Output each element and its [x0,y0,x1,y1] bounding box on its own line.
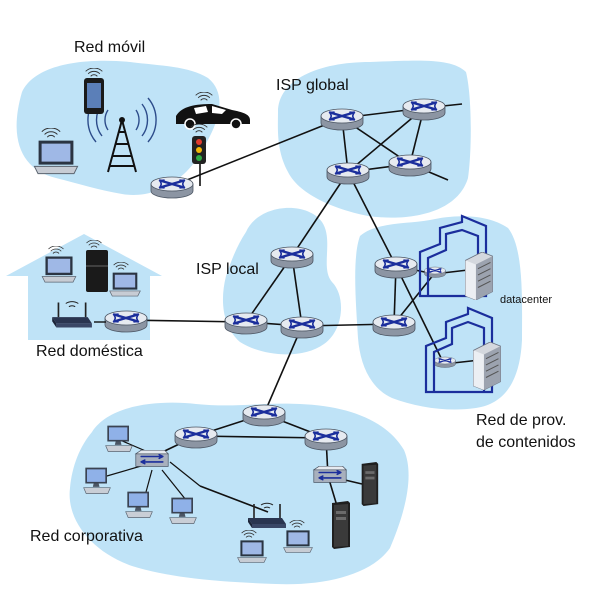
router-global-2 [402,98,446,122]
local-isp-label: ISP local [196,261,259,278]
smartphone-icon [84,68,104,114]
enterprise-switch-2 [312,466,348,484]
router-local-3 [280,316,324,340]
fridge-icon [86,240,108,292]
router-enterprise-1 [242,404,286,428]
router-global-4 [388,154,432,178]
router-global-3 [326,162,370,186]
router-content-2 [372,314,416,338]
enterprise-server-2-icon [332,501,350,549]
datacenter-rack-1 [464,252,494,300]
router-global-1 [320,108,364,132]
router-enterprise-2 [174,426,218,450]
global-isp-label: ISP global [276,77,349,94]
router-home [104,310,148,334]
router-datacenter-2 [434,356,456,369]
enterprise-switch-1 [134,450,170,468]
router-local-1 [270,246,314,270]
router-mobile [150,176,194,200]
mobile-network-label: Red móvil [74,39,146,56]
router-local-2 [224,312,268,336]
enterprise-server-1-icon [361,462,379,506]
enterprise-desktop-4-icon [169,497,197,524]
datacenter-label: datacenter [500,294,552,306]
home-network-label: Red doméstica [36,343,143,360]
enterprise-network-label: Red corporativa [30,528,143,545]
traffic-light-icon [190,124,208,164]
datacenter-rack-2 [472,342,502,390]
cell-tower-icon [87,97,157,173]
router-content-1 [374,256,418,280]
enterprise-desktop-2-icon [83,467,111,494]
router-enterprise-3 [304,428,348,452]
enterprise-desktop-3-icon [125,491,153,518]
car-icon [176,92,250,130]
enterprise-desktop-1-icon [105,425,133,452]
content-provider-network-label: Red de prov. de contenidos [476,412,576,451]
